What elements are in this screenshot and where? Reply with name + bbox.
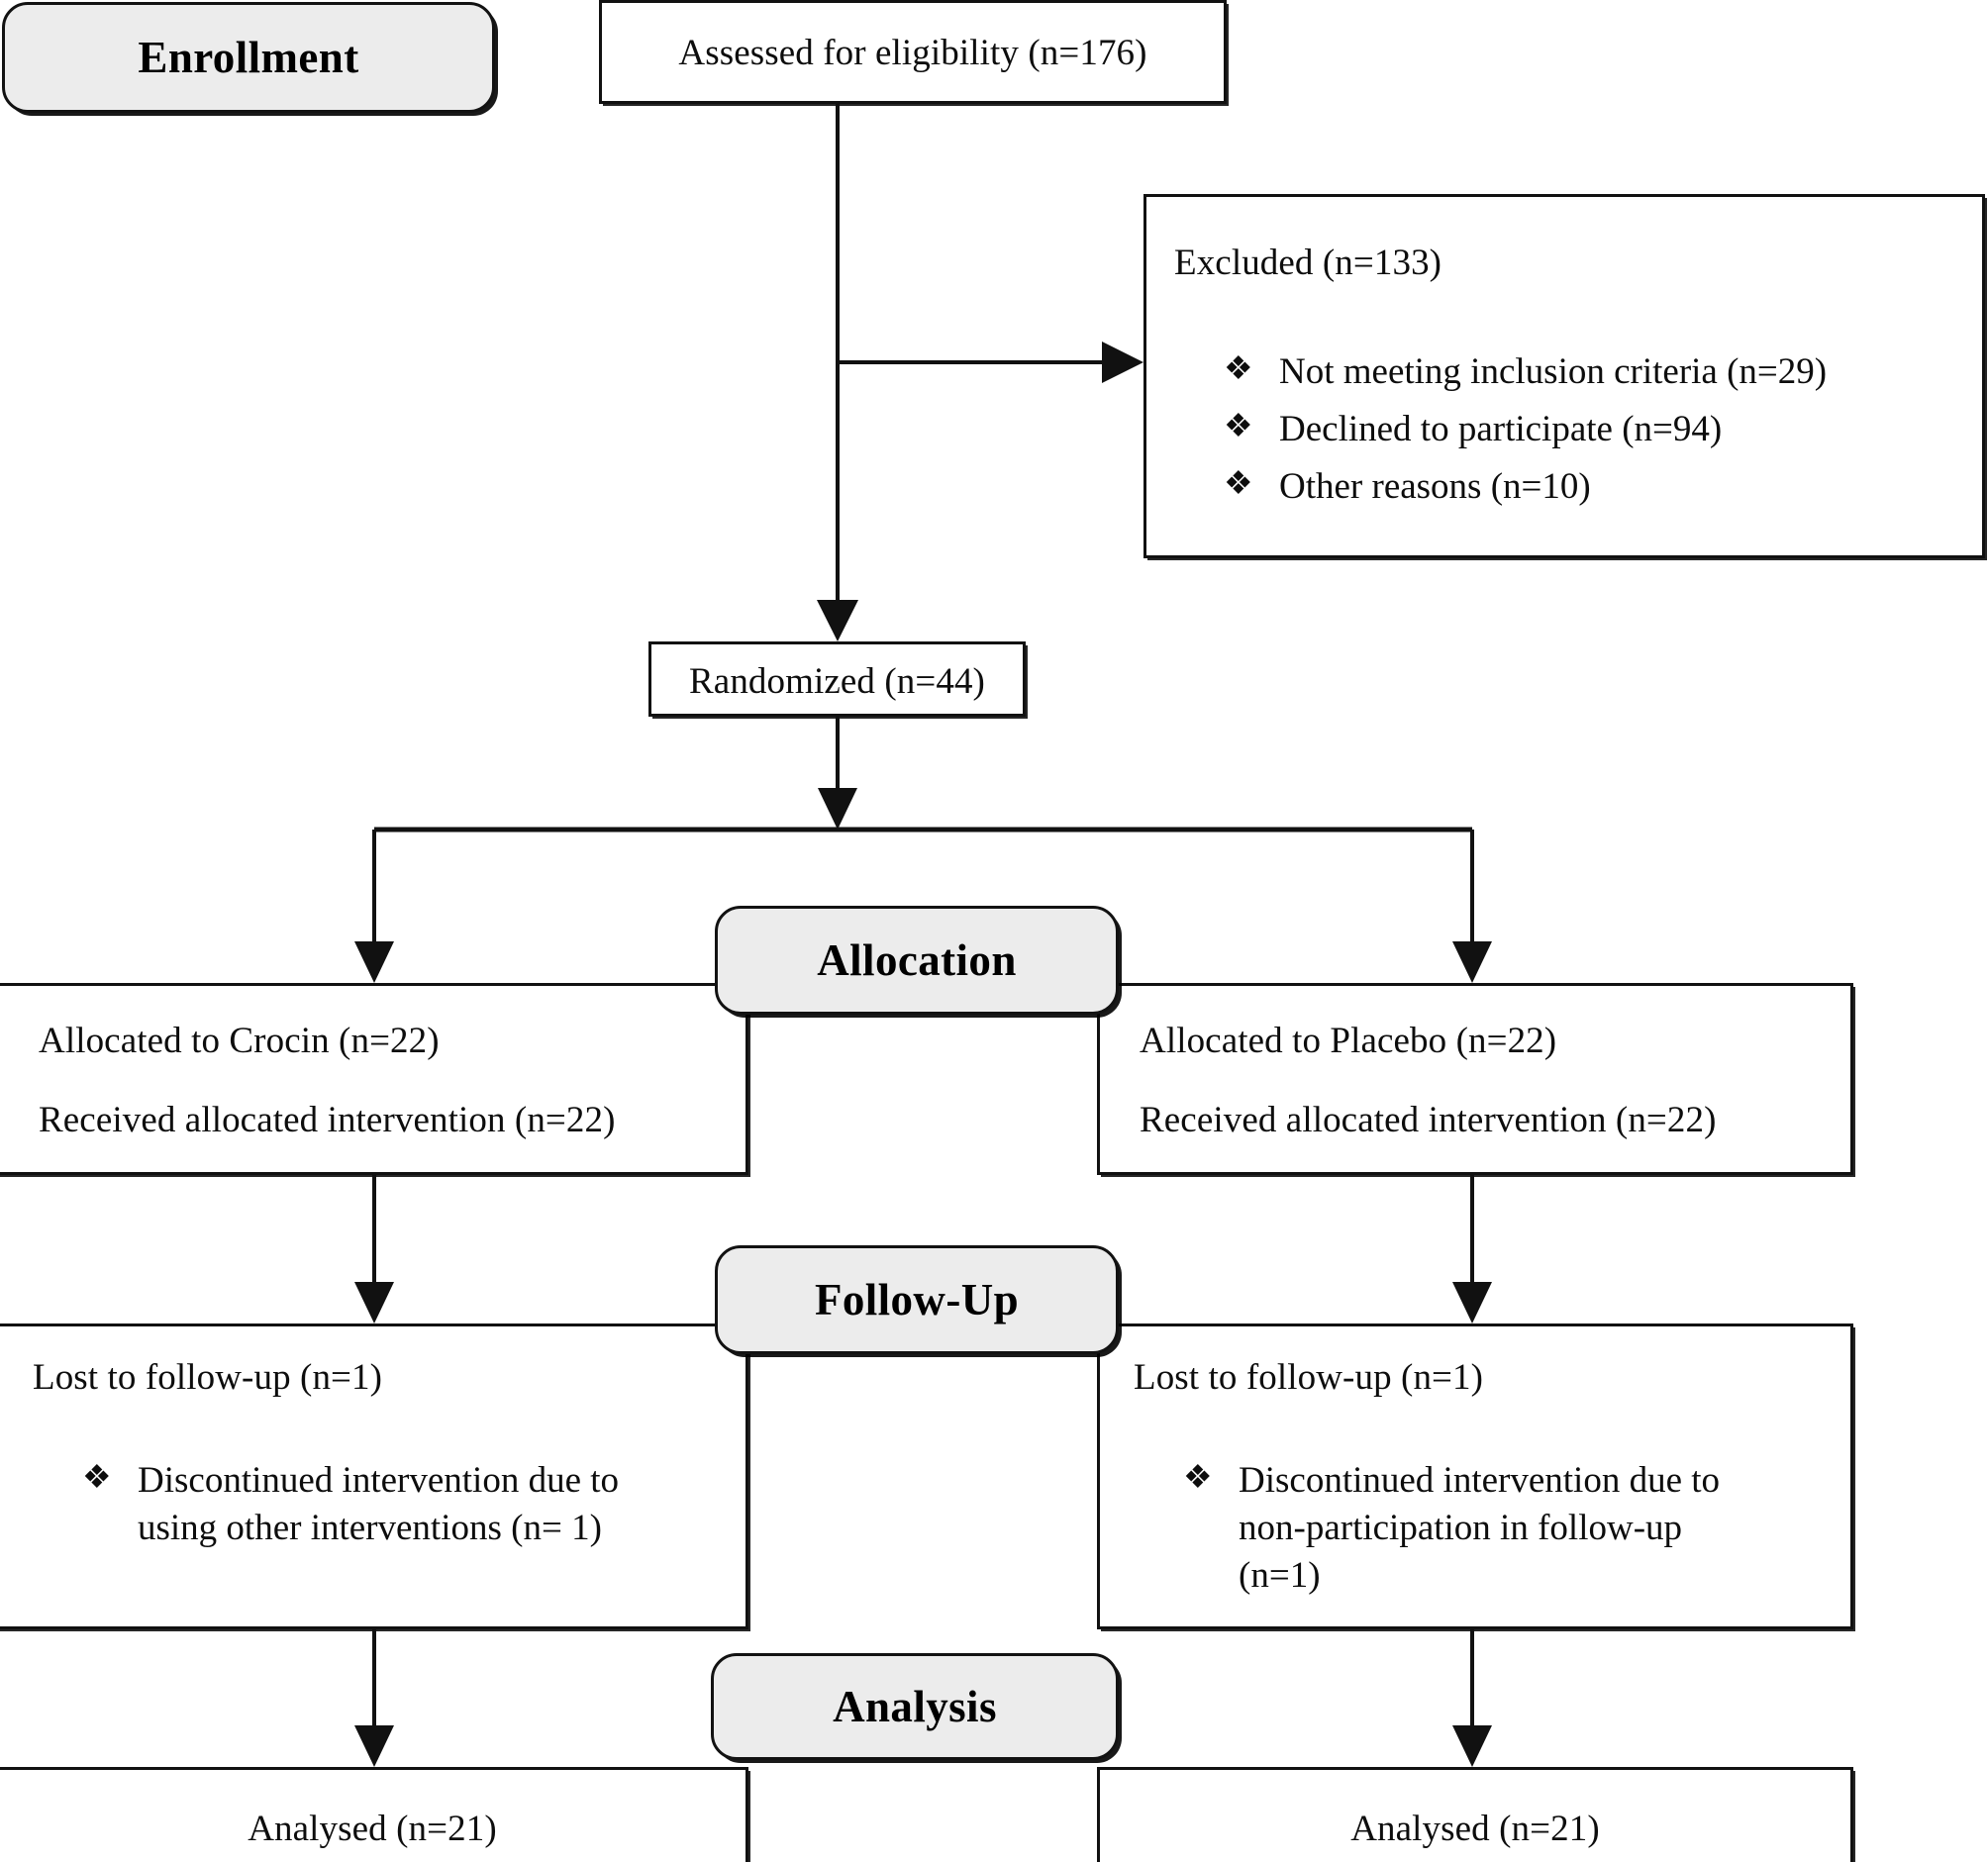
excluded-reason-2: Declined to participate (n=94) [1279, 409, 1723, 450]
excluded-reason-list: ❖ Not meeting inclusion criteria (n=29) … [1224, 348, 1976, 521]
stage-badge-enrollment-label: Enrollment [138, 33, 359, 82]
arrowhead-fu-left [354, 1282, 394, 1323]
box-analysis-right: Analysed (n=21) [1097, 1767, 1853, 1862]
box-allocation-left: Allocated to Crocin (n=22) Received allo… [0, 983, 748, 1175]
allocation-left-line1: Allocated to Crocin (n=22) [39, 1021, 440, 1061]
stage-badge-follow-up-label: Follow-Up [814, 1275, 1020, 1324]
arrowhead-split [818, 788, 857, 830]
arrowhead-excluded [1102, 342, 1143, 383]
randomized-text: Randomized (n=44) [689, 661, 985, 702]
analysis-left-text: Analysed (n=21) [248, 1809, 497, 1849]
box-randomized: Randomized (n=44) [648, 641, 1026, 717]
arrowhead-alloc-right [1452, 941, 1492, 983]
box-followup-left: Lost to follow-up (n=1) ❖ Discontinued i… [0, 1323, 748, 1629]
stage-badge-follow-up: Follow-Up [715, 1245, 1119, 1354]
arrowhead-fu-right [1452, 1282, 1492, 1323]
allocation-right-line2: Received allocated intervention (n=22) [1140, 1100, 1717, 1140]
list-item: ❖ Discontinued intervention due to non-p… [1183, 1457, 1757, 1600]
excluded-reason-1: Not meeting inclusion criteria (n=29) [1279, 351, 1828, 392]
followup-right-reason-list: ❖ Discontinued intervention due to non-p… [1183, 1457, 1757, 1610]
followup-left-reason-list: ❖ Discontinued intervention due to using… [82, 1457, 706, 1562]
stage-badge-allocation: Allocation [715, 906, 1119, 1015]
analysis-right-text: Analysed (n=21) [1350, 1809, 1600, 1849]
box-analysis-left: Analysed (n=21) [0, 1767, 748, 1862]
list-item: ❖ Not meeting inclusion criteria (n=29) [1224, 348, 1976, 396]
diamond-bullet-icon: ❖ [1224, 466, 1253, 503]
excluded-heading: Excluded (n=133) [1174, 243, 1442, 283]
arrowhead-analysis-left [354, 1725, 394, 1767]
diamond-bullet-icon: ❖ [1224, 409, 1253, 445]
box-followup-right: Lost to follow-up (n=1) ❖ Discontinued i… [1097, 1323, 1853, 1629]
list-item: ❖ Discontinued intervention due to using… [82, 1457, 706, 1552]
followup-right-heading: Lost to follow-up (n=1) [1134, 1357, 1484, 1398]
arrowhead-randomized [817, 600, 858, 641]
allocation-left-line2: Received allocated intervention (n=22) [39, 1100, 616, 1140]
box-assessed-for-eligibility: Assessed for eligibility (n=176) [599, 0, 1227, 104]
list-item: ❖ Declined to participate (n=94) [1224, 406, 1976, 453]
excluded-reason-3: Other reasons (n=10) [1279, 466, 1591, 508]
followup-left-heading: Lost to follow-up (n=1) [33, 1357, 383, 1398]
list-item: ❖ Other reasons (n=10) [1224, 463, 1976, 511]
stage-badge-enrollment: Enrollment [2, 2, 495, 113]
diamond-bullet-icon: ❖ [1183, 1460, 1213, 1496]
arrowhead-alloc-left [354, 941, 394, 983]
assessed-text: Assessed for eligibility (n=176) [678, 33, 1147, 73]
followup-left-reason-1: Discontinued intervention due to using o… [138, 1460, 629, 1549]
allocation-right-line1: Allocated to Placebo (n=22) [1140, 1021, 1557, 1061]
stage-badge-analysis: Analysis [711, 1653, 1119, 1760]
diamond-bullet-icon: ❖ [1224, 351, 1253, 387]
stage-badge-analysis-label: Analysis [833, 1682, 997, 1731]
box-excluded: Excluded (n=133) ❖ Not meeting inclusion… [1143, 194, 1985, 558]
arrowhead-analysis-right [1452, 1725, 1492, 1767]
diamond-bullet-icon: ❖ [82, 1460, 112, 1496]
stage-badge-allocation-label: Allocation [817, 935, 1017, 985]
followup-right-reason-1: Discontinued intervention due to non-par… [1239, 1460, 1730, 1597]
box-allocation-right: Allocated to Placebo (n=22) Received all… [1097, 983, 1853, 1175]
